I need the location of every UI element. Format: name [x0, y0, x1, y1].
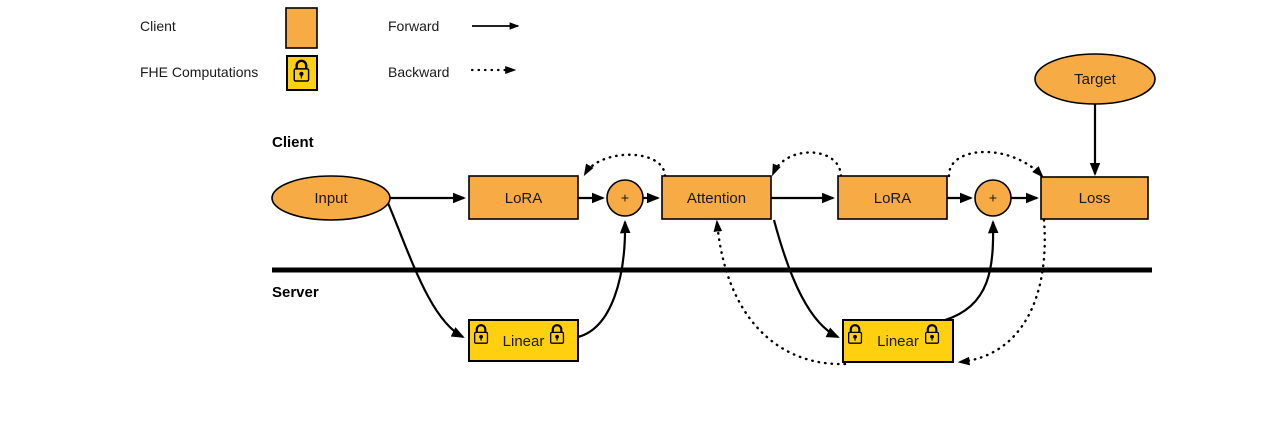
node-linear-1-label: Linear — [503, 333, 545, 350]
backward-edge-lora2-to-attention — [771, 151, 843, 178]
legend-fhe-label: FHE Computations — [140, 64, 258, 80]
node-linear-2[interactable]: Linear — [842, 319, 954, 363]
node-linear-1[interactable]: Linear — [468, 319, 579, 362]
backward-edge-attention-to-lora1 — [583, 153, 667, 178]
node-input[interactable]: Input — [271, 175, 391, 221]
node-add-2-label: + — [989, 190, 997, 206]
node-linear-2-label: Linear — [877, 333, 919, 350]
node-attention-label: Attention — [687, 190, 746, 207]
lock-icon — [474, 324, 489, 344]
legend-forward-label: Forward — [388, 18, 439, 34]
lock-icon — [848, 324, 863, 344]
legend-fhe-swatch — [286, 55, 318, 91]
forward-edge-linear2-to-plus2 — [944, 220, 999, 322]
node-lora-2[interactable]: LoRA — [837, 175, 948, 220]
node-add-1[interactable]: + — [606, 179, 644, 217]
node-add-1-label: + — [621, 190, 629, 206]
backward-edges — [583, 150, 1046, 366]
node-target[interactable]: Target — [1034, 53, 1156, 105]
backward-edge-lora2-from-loss — [947, 150, 1044, 178]
legend: Client FHE Computations Forward Backward — [140, 7, 520, 91]
zone-label-client: Client — [272, 134, 314, 151]
zone-label-server: Server — [272, 284, 319, 301]
lock-icon — [925, 324, 940, 344]
forward-edge-attention-to-linear2 — [772, 219, 840, 338]
node-input-label: Input — [314, 190, 348, 207]
node-loss[interactable]: Loss — [1040, 176, 1149, 220]
backward-edge-loss-to-linear2 — [957, 218, 1046, 366]
node-lora-1[interactable]: LoRA — [468, 175, 579, 220]
node-add-2[interactable]: + — [974, 179, 1012, 217]
lock-icon — [550, 324, 565, 344]
node-lora-1-label: LoRA — [505, 190, 543, 207]
lock-icon — [293, 59, 310, 82]
node-loss-label: Loss — [1079, 190, 1111, 207]
node-target-label: Target — [1074, 71, 1117, 88]
legend-client-label: Client — [140, 18, 176, 34]
legend-backward-label: Backward — [388, 64, 449, 80]
forward-edges — [386, 104, 1101, 339]
forward-edge-input-to-linear1 — [386, 202, 465, 338]
node-attention[interactable]: Attention — [661, 175, 772, 220]
forward-edge-linear1-to-plus1 — [577, 220, 631, 339]
legend-client-swatch — [285, 7, 318, 49]
node-lora-2-label: LoRA — [874, 190, 912, 207]
